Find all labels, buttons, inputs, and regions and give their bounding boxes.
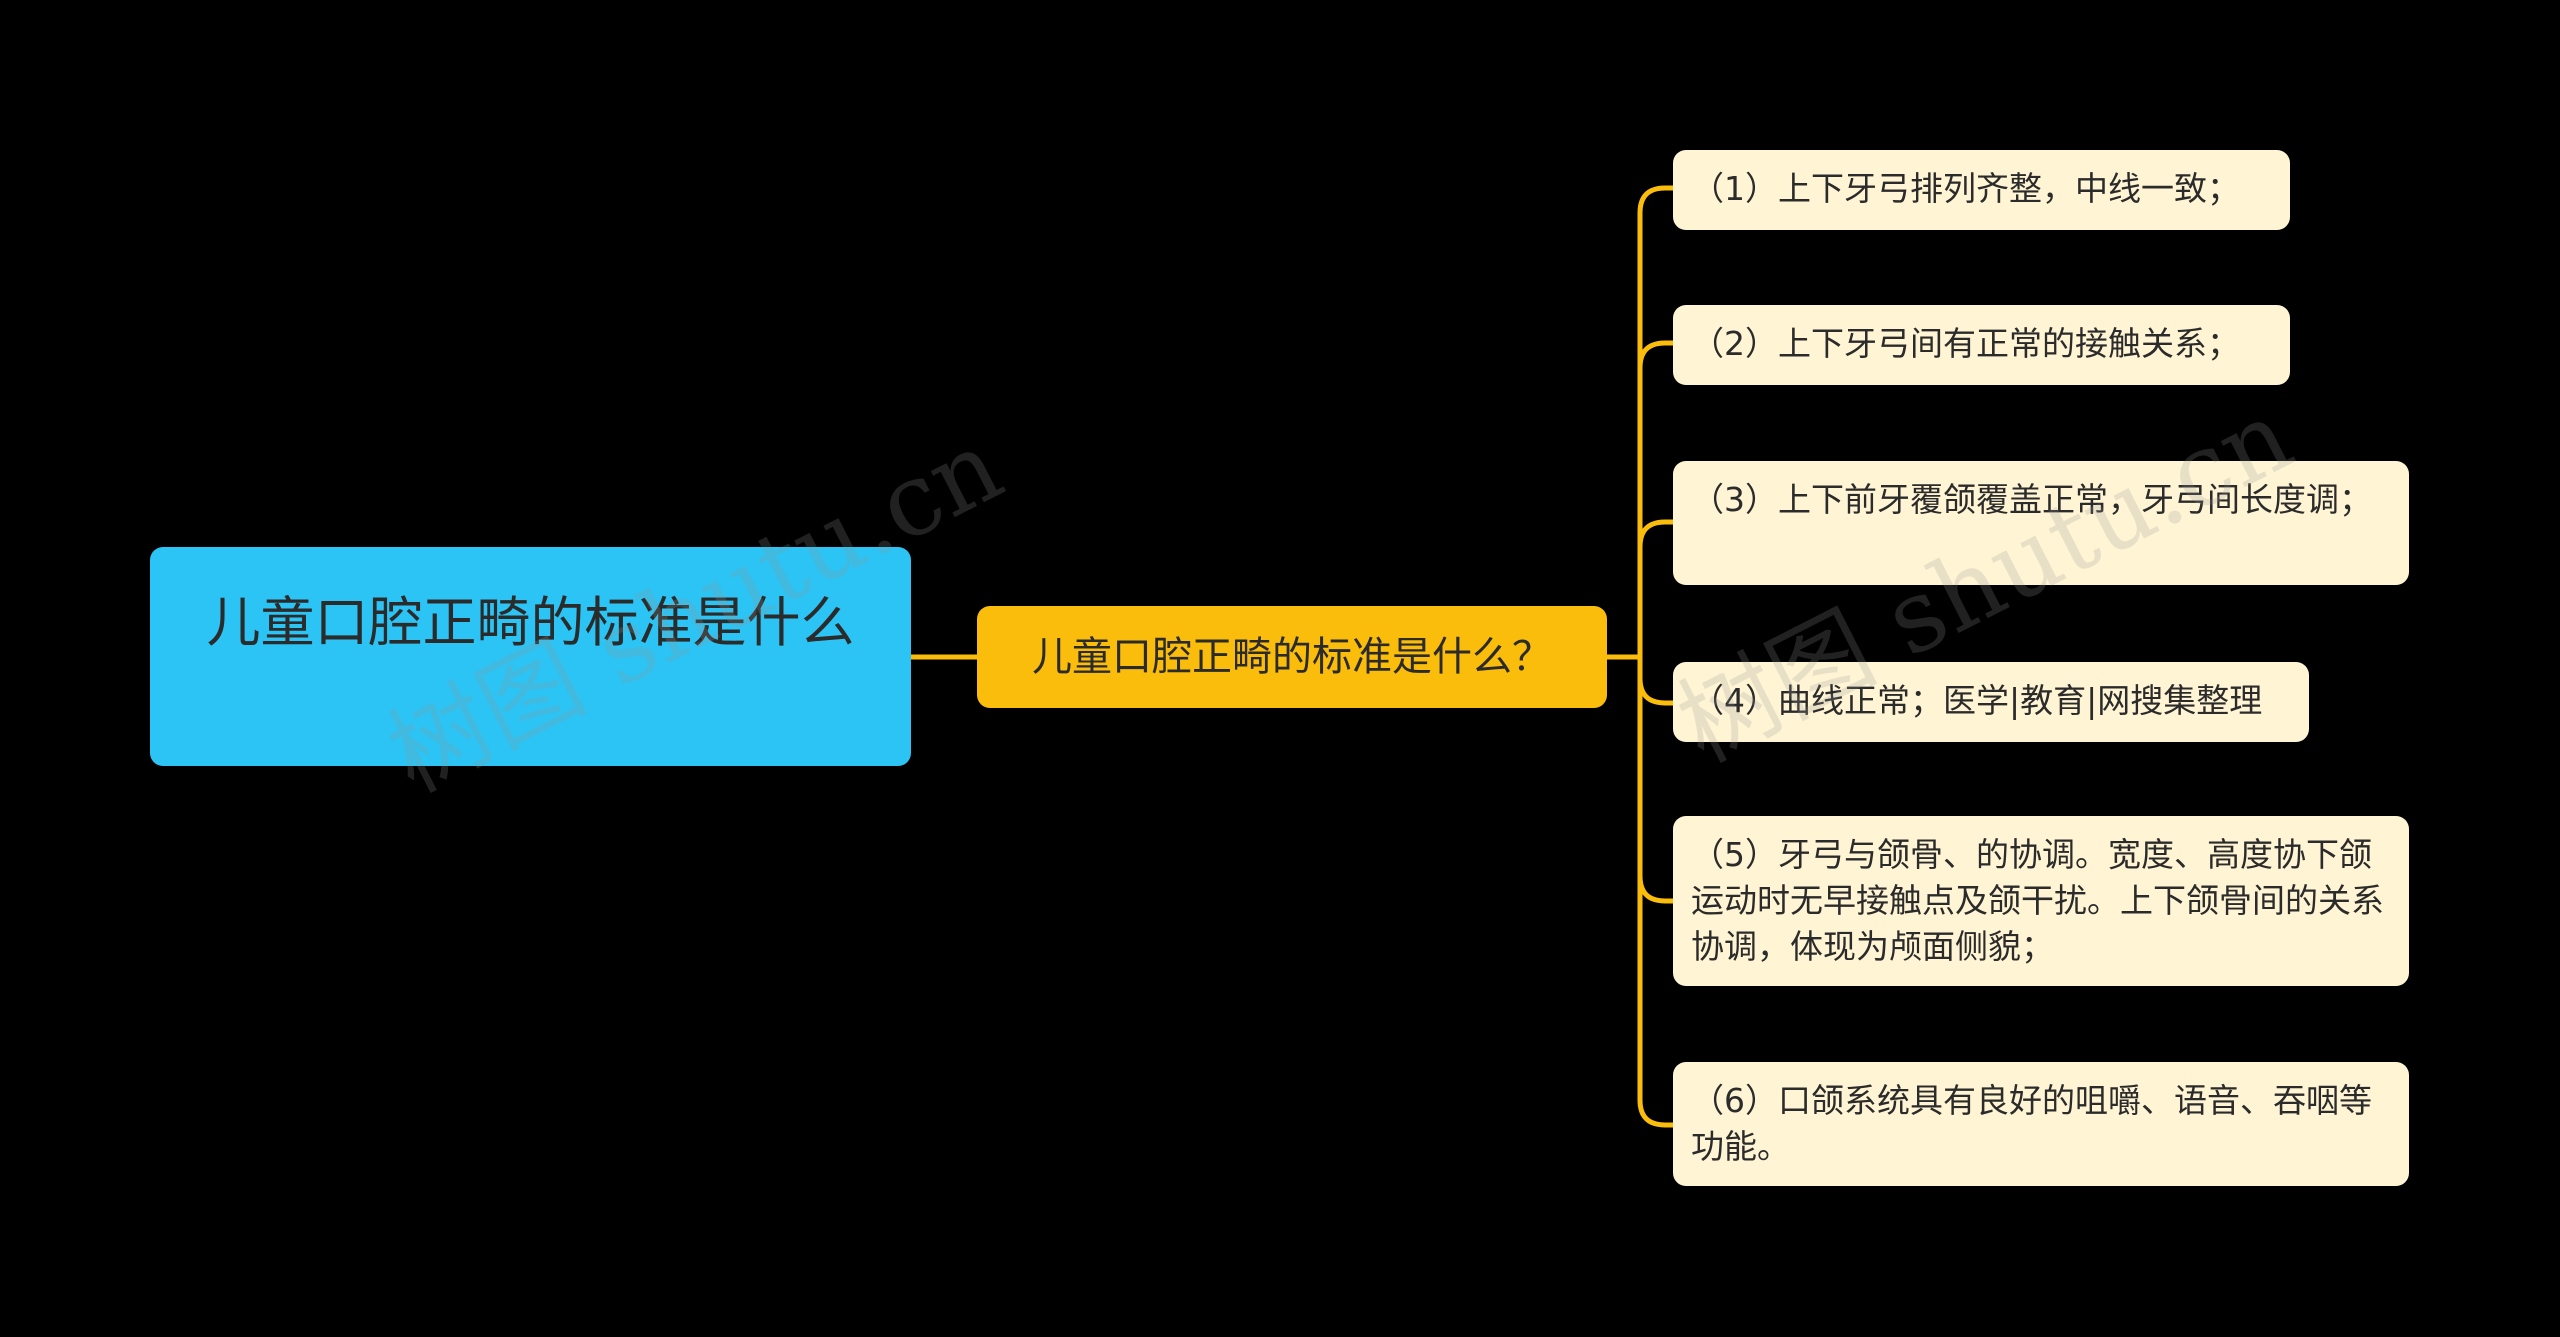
leaf-connector-1 xyxy=(1637,185,1673,657)
leaf-node-1[interactable]: （1）上下牙弓排列齐整，中线一致； xyxy=(1673,150,2290,230)
leaf-node-5[interactable]: （5）牙弓与颌骨、的协调。宽度、高度协下颌运动时无早接触点及颌干扰。上下颌骨间的… xyxy=(1673,816,2409,986)
leaf-node-6[interactable]: （6）口颌系统具有良好的咀嚼、语音、吞咽等功能。 xyxy=(1673,1062,2409,1186)
leaf-node-2[interactable]: （2）上下牙弓间有正常的接触关系； xyxy=(1673,305,2290,385)
leaf-connector-2 xyxy=(1637,340,1673,657)
root-topic-node[interactable]: 儿童口腔正畸的标准是什么 xyxy=(150,547,911,766)
leaf-connector-3 xyxy=(1637,519,1673,657)
branch-topic-node[interactable]: 儿童口腔正畸的标准是什么？ xyxy=(977,606,1607,708)
leaf-node-4[interactable]: （4）曲线正常；医学|教育|网搜集整理 xyxy=(1673,662,2309,742)
leaf-connector-6 xyxy=(1637,657,1673,1128)
leaf-node-3[interactable]: （3）上下前牙覆颌覆盖正常，牙弓间长度调； xyxy=(1673,461,2409,585)
leaf-connector-4 xyxy=(1637,657,1673,706)
